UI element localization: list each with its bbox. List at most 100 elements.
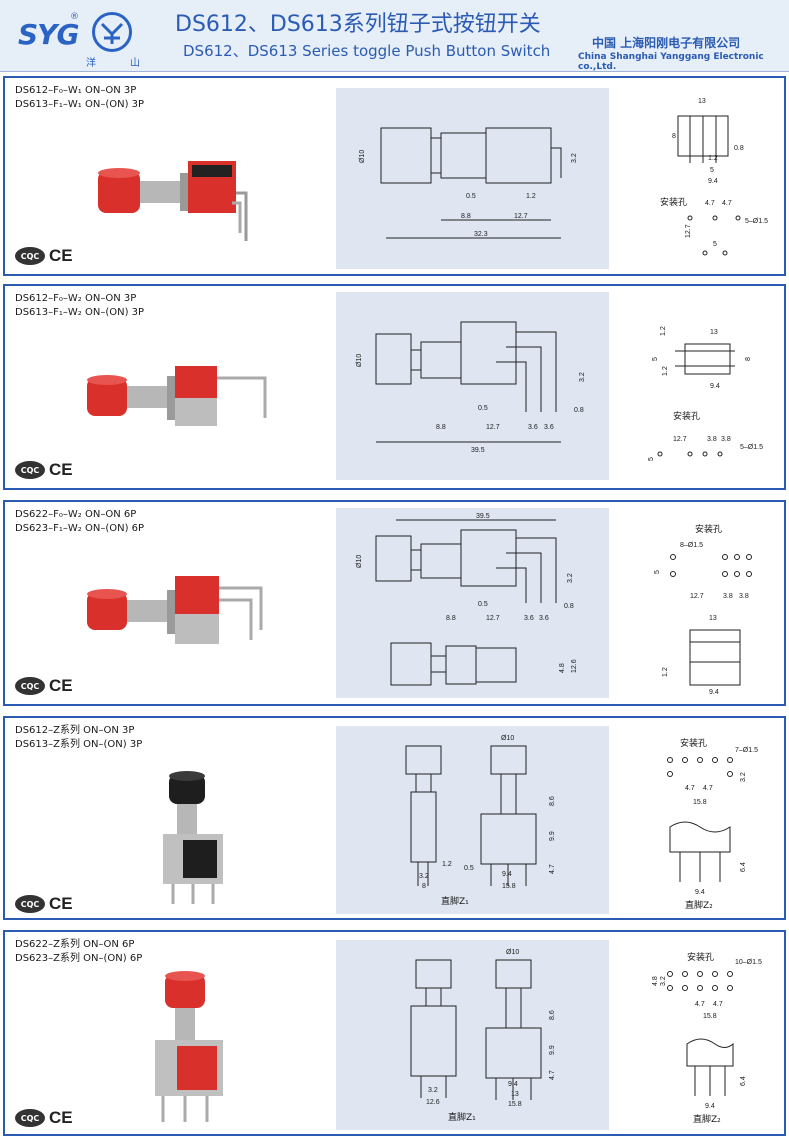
product-photo xyxy=(163,771,223,904)
model-list: DS612–F₀–W₂ ON–ON 3P DS613–F₁–W₂ ON–(ON)… xyxy=(15,292,144,320)
certification-badges: CQC CE xyxy=(15,676,73,696)
dim-label: 9.4 xyxy=(695,889,705,896)
dim-label: 5–Ø1.5 xyxy=(745,218,768,225)
model-list: DS612–F₀–W₁ ON–ON 3P DS613–F₁–W₁ ON–(ON)… xyxy=(15,84,144,112)
product-section-1: DS612–F₀–W₁ ON–ON 3P DS613–F₁–W₁ ON–(ON)… xyxy=(3,76,786,276)
view-caption: 直脚Z₂ xyxy=(693,1113,721,1125)
mounting-hole-label: 安装孔 xyxy=(687,951,714,963)
dim-label: 3.2 xyxy=(660,976,667,986)
registered-mark: ® xyxy=(70,12,79,22)
front-view-drawing: Ø10 8.6 9.9 1.2 0.5 4.7 3.2 8 9.4 15.8 直… xyxy=(405,735,556,907)
dim-label: 9.9 xyxy=(549,831,556,841)
dim-label: 5 xyxy=(654,570,661,574)
product-photo xyxy=(155,971,223,1122)
certification-badges: CQC CE xyxy=(15,894,73,914)
dim-label: 8.8 xyxy=(446,615,456,622)
front-view-drawing: Ø10 8.6 9.9 4.7 3.2 12.6 9.4 13 15.8 直脚Z… xyxy=(410,949,556,1123)
model-line: DS623–Z系列 ON–(ON) 6P xyxy=(15,953,143,964)
dim-label: 1.2 xyxy=(660,326,667,336)
yangshan-logo-icon xyxy=(92,12,132,52)
dim-label: 12.7 xyxy=(673,436,687,443)
dim-label: 4.7 xyxy=(713,1001,723,1008)
logo-char-yang: 洋 xyxy=(86,58,96,69)
dim-label: 3.2 xyxy=(579,372,586,382)
dim-label: 12.6 xyxy=(426,1099,440,1106)
dim-label: 4.7 xyxy=(722,200,732,207)
dim-label: Ø10 xyxy=(356,555,363,568)
dim-label: 3.8 xyxy=(739,593,749,600)
cqc-badge: CQC xyxy=(15,677,45,695)
dim-label: 3.6 xyxy=(528,424,538,431)
dim-label: 9.4 xyxy=(508,1081,518,1088)
dim-label: Ø10 xyxy=(506,949,519,956)
dim-label: 5 xyxy=(713,241,717,248)
drawing-panel: Ø10 8.6 9.9 4.7 3.2 12.6 9.4 13 15.8 直脚Z… xyxy=(336,940,609,1130)
dim-label: 1.2 xyxy=(708,155,718,162)
dim-label: 5 xyxy=(648,457,655,461)
dim-label: 7–Ø1.5 xyxy=(735,747,758,754)
footprint-drawing: 安装孔 7–Ø1.5 4.7 4.7 3.2 15.8 6.4 9.4 直脚Z₂ xyxy=(667,737,758,911)
cqc-badge: CQC xyxy=(15,247,45,265)
dim-label: 1.2 xyxy=(662,667,669,677)
product-section-5: DS622–Z系列 ON–ON 6P DS623–Z系列 ON–(ON) 6P … xyxy=(3,930,786,1136)
dim-label: 6.4 xyxy=(740,1076,747,1086)
dim-label: 3.8 xyxy=(721,436,731,443)
view-caption: 直脚Z₁ xyxy=(441,895,469,907)
dim-label: 8.8 xyxy=(436,424,446,431)
model-line: DS613–Z系列 ON–(ON) 3P xyxy=(15,739,143,750)
dim-label: 15.8 xyxy=(508,1101,522,1108)
ce-mark: CE xyxy=(49,894,73,913)
dim-label: 32.3 xyxy=(474,231,488,238)
cqc-badge: CQC xyxy=(15,895,45,913)
mounting-hole-label: 安装孔 xyxy=(695,523,722,535)
product-photo xyxy=(87,366,267,426)
side-view-drawing: Ø10 0.5 0.8 8.8 12.7 3.6 3.6 39.5 3.2 xyxy=(356,321,586,454)
model-line: DS622–F₀–W₂ ON–ON 6P xyxy=(15,509,137,520)
dim-label: 9.4 xyxy=(708,178,718,185)
dim-label: 13 xyxy=(511,1091,519,1098)
dim-label: Ø10 xyxy=(501,735,514,742)
drawing-panel: Ø10 0.5 0.8 8.8 12.7 3.6 3.6 39.5 3.2 xyxy=(336,292,609,480)
product-section-3: DS622–F₀–W₂ ON–ON 6P DS623–F₁–W₂ ON–(ON)… xyxy=(3,500,786,706)
model-line: DS612–F₀–W₂ ON–ON 3P xyxy=(15,293,137,304)
dim-label: 0.8 xyxy=(564,603,574,610)
certification-badges: CQC CE xyxy=(15,246,73,266)
drawing-panel: Ø10 8.6 9.9 1.2 0.5 4.7 3.2 8 9.4 15.8 直… xyxy=(336,726,609,914)
dim-label: 15.8 xyxy=(693,799,707,806)
dim-label: 9.4 xyxy=(709,689,719,696)
dim-label: 12.7 xyxy=(486,615,500,622)
dim-label: 1.2 xyxy=(662,366,669,376)
footprint-drawing: 13 8 1.2 0.8 5 9.4 安装孔 4.7 4.7 5–Ø1.5 12… xyxy=(660,98,768,256)
dim-label: 0.8 xyxy=(574,407,584,414)
footprint-drawing: 安装孔 10–Ø1.5 4.8 3.2 4.7 4.7 15.8 6.4 9.4… xyxy=(652,951,762,1125)
product-section-4: DS612–Z系列 ON–ON 3P DS613–Z系列 ON–(ON) 3P … xyxy=(3,716,786,920)
dim-label: 3.2 xyxy=(567,573,574,583)
view-caption: 直脚Z₂ xyxy=(685,899,713,911)
model-line: DS622–Z系列 ON–ON 6P xyxy=(15,939,135,950)
model-line: DS612–Z系列 ON–ON 3P xyxy=(15,725,135,736)
dim-label: 0.5 xyxy=(478,405,488,412)
dim-label: 0.5 xyxy=(478,601,488,608)
model-line: DS613–F₁–W₁ ON–(ON) 3P xyxy=(15,99,145,110)
dim-label: 13 xyxy=(709,615,717,622)
product-photo xyxy=(98,161,248,241)
logo-char-shan: 山 xyxy=(130,58,140,69)
dim-label: 8.6 xyxy=(549,1010,556,1020)
dim-label: 5–Ø1.5 xyxy=(740,444,763,451)
dim-label: 3.6 xyxy=(524,615,534,622)
dim-label: 13 xyxy=(698,98,706,105)
dim-label: 4.7 xyxy=(703,785,713,792)
dim-label: 8–Ø1.5 xyxy=(680,542,703,549)
dim-label: 0.5 xyxy=(466,193,476,200)
dim-label: 12.7 xyxy=(685,224,692,238)
dim-label: 3.6 xyxy=(539,615,549,622)
dim-label: 8 xyxy=(745,357,752,361)
dim-label: Ø10 xyxy=(356,354,363,367)
page-title-en: DS612、DS613 Series toggle Push Button Sw… xyxy=(183,42,551,60)
dim-label: 12.7 xyxy=(514,213,528,220)
certification-badges: CQC CE xyxy=(15,460,73,480)
mounting-hole-label: 安装孔 xyxy=(660,196,687,208)
side-view-drawing: 39.5 Ø10 3.2 0.5 0.8 8.8 12.7 3.6 3.6 4.… xyxy=(356,513,578,686)
ce-mark: CE xyxy=(49,246,73,265)
dim-label: 4.7 xyxy=(695,1001,705,1008)
